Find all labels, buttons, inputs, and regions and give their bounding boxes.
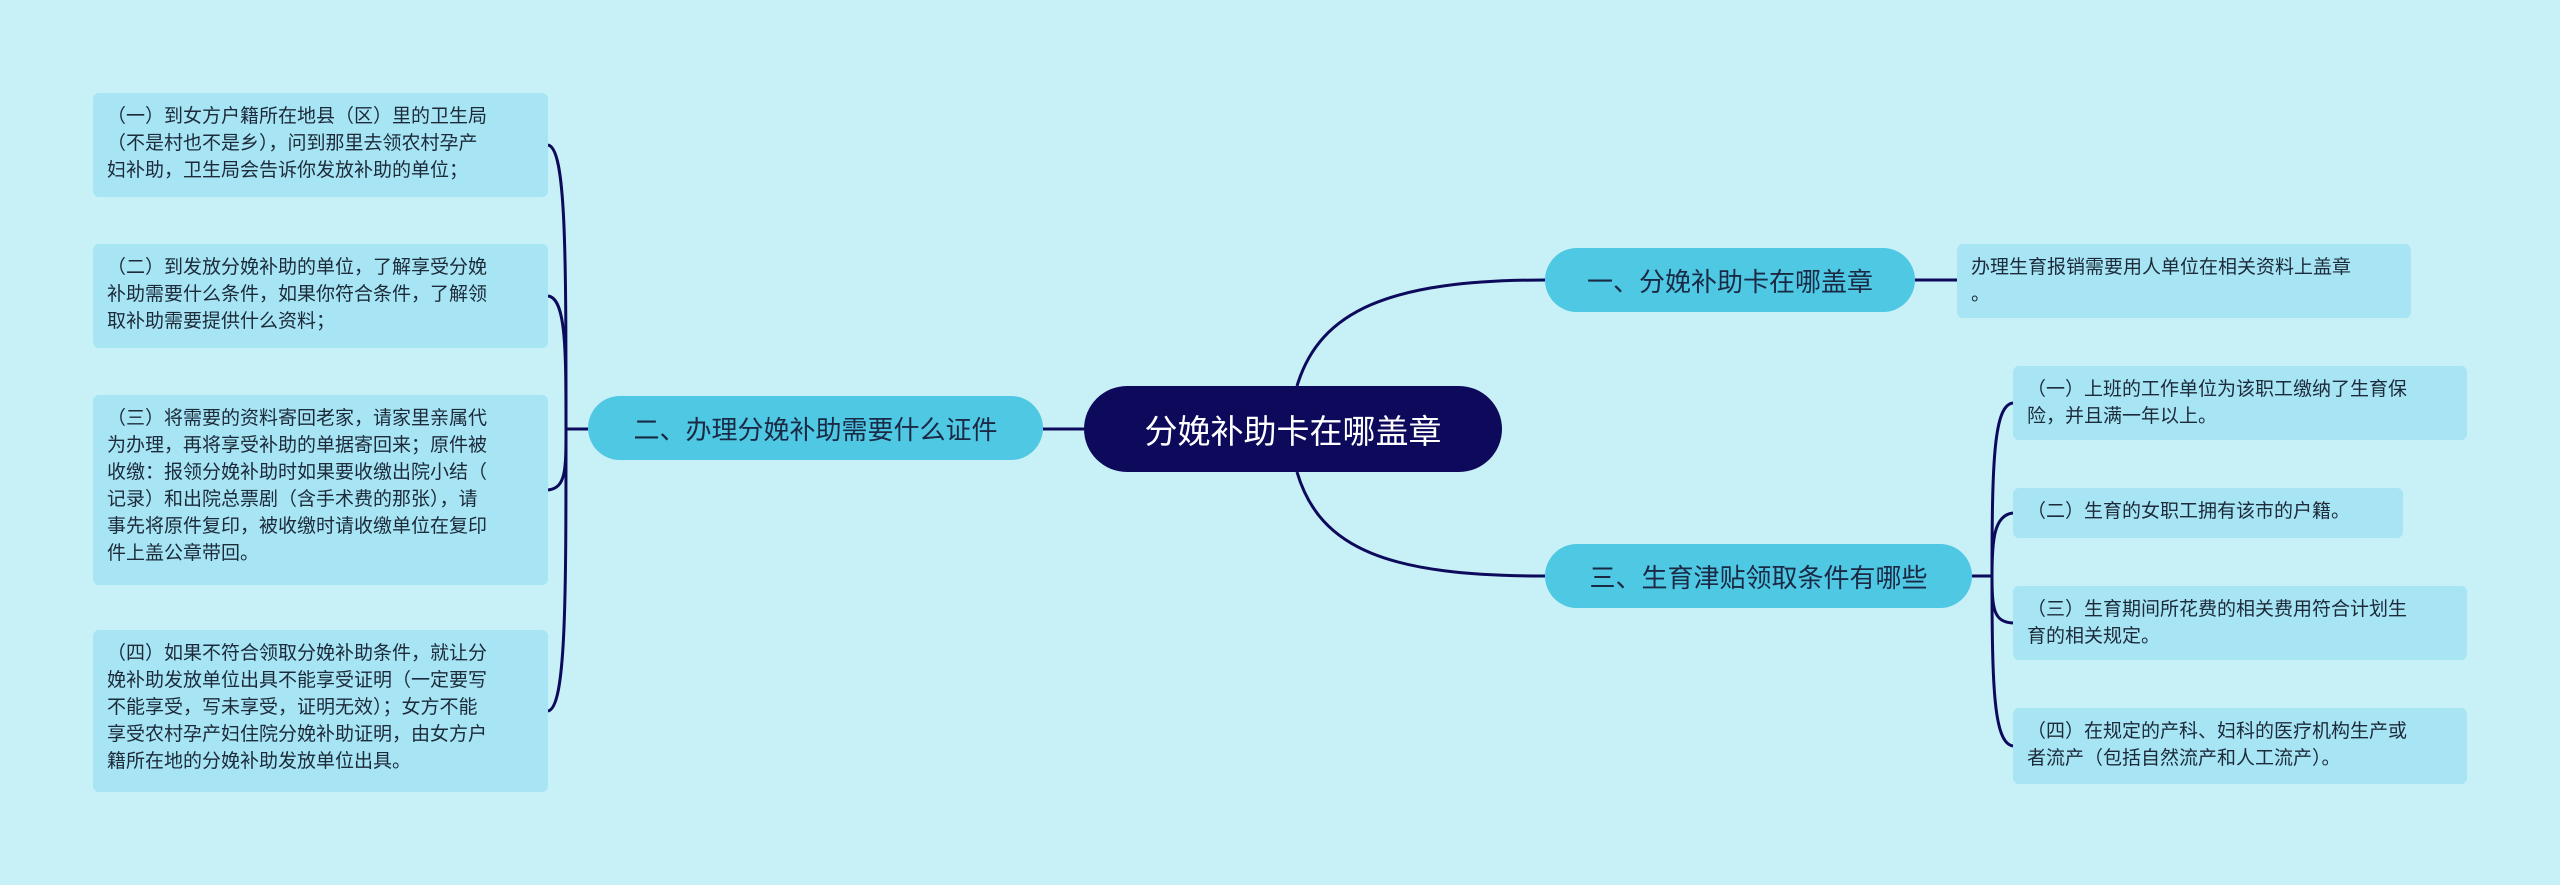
- leaf-topic-2-2[interactable]: （二）到发放分娩补助的单位，了解享受分娩 补助需要什么条件，如果你符合条件，了解…: [93, 244, 548, 348]
- leaf-topic-2-3[interactable]: （三）将需要的资料寄回老家，请家里亲属代 为办理，再将享受补助的单据寄回来；原件…: [93, 395, 548, 585]
- leaf-topic-2-4[interactable]: （四）如果不符合领取分娩补助条件，就让分 娩补助发放单位出具不能享受证明（一定要…: [93, 630, 548, 792]
- branch-topic-1[interactable]: 一、分娩补助卡在哪盖章: [1545, 248, 1915, 312]
- connector-b2-leaf2: [547, 294, 568, 430]
- leaf-topic-3-2[interactable]: （二）生育的女职工拥有该市的户籍。: [2013, 488, 2403, 538]
- leaf-topic-1-1[interactable]: 办理生育报销需要用人单位在相关资料上盖章 。: [1957, 244, 2411, 318]
- branch-topic-2[interactable]: 二、办理分娩补助需要什么证件: [588, 396, 1043, 460]
- connector-root-b3: [1295, 471, 1546, 578]
- branch-topic-3[interactable]: 三、生育津贴领取条件有哪些: [1545, 544, 1972, 608]
- leaf-topic-3-3[interactable]: （三）生育期间所花费的相关费用符合计划生 育的相关规定。: [2013, 586, 2467, 660]
- connector-b3-leaf2: [1990, 511, 2014, 577]
- connector-root-b1: [1295, 278, 1546, 387]
- connector-b2-leaf3: [547, 428, 568, 492]
- connector-b3-leaf3: [1990, 575, 2014, 625]
- leaf-topic-3-4[interactable]: （四）在规定的产科、妇科的医疗机构生产或 者流产（包括自然流产和人工流产）。: [2013, 708, 2467, 784]
- root-topic[interactable]: 分娩补助卡在哪盖章: [1084, 386, 1502, 472]
- connector-b3-leaf4: [1990, 575, 2014, 748]
- leaf-topic-2-1[interactable]: （一）到女方户籍所在地县（区）里的卫生局 （不是村也不是乡），问到那里去领农村孕…: [93, 93, 548, 197]
- leaf-topic-3-1[interactable]: （一）上班的工作单位为该职工缴纳了生育保 险，并且满一年以上。: [2013, 366, 2467, 440]
- connector-b2-leaf4: [547, 428, 568, 713]
- connector-b2-leaf1: [547, 143, 568, 430]
- connector-b3-leaf1: [1990, 401, 2014, 577]
